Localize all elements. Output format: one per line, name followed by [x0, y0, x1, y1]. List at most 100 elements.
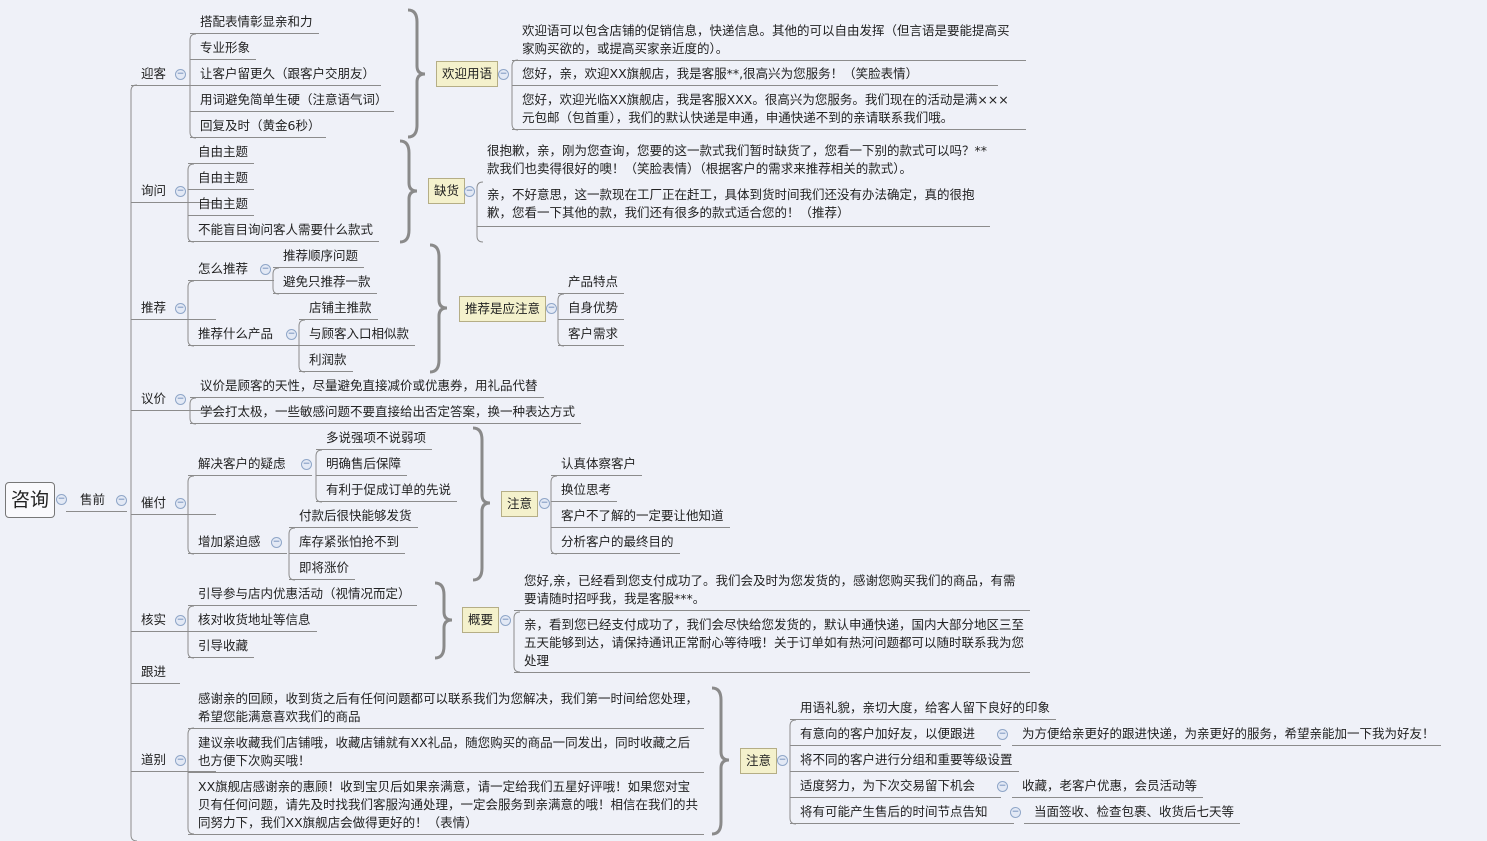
yijia-item[interactable]: 议价是顾客的天性，尽量避免直接减价或优惠券，用礼品代替	[190, 375, 544, 398]
welcome-text[interactable]: 您好，欢迎光临XX旗舰店，我是客服XXX。很高兴为您服务。我们现在的活动是满××…	[512, 89, 1026, 130]
cuifu-urgency-item[interactable]: 即将涨价	[289, 557, 356, 580]
collapse-icon[interactable]: −	[777, 755, 788, 766]
collapse-icon[interactable]: −	[286, 329, 297, 340]
daobie-note[interactable]: 将不同的客户进行分组和重要等级设置	[790, 749, 1019, 772]
collapse-icon[interactable]: −	[175, 69, 186, 80]
cuifu-doubt-item[interactable]: 有利于促成订单的先说	[316, 479, 458, 502]
daobie-note-detail[interactable]: 为方便给亲更好的跟进快递，为亲更好的服务，希望亲能加一下我为好友！	[1012, 723, 1441, 746]
recommend-note[interactable]: 客户需求	[558, 323, 625, 346]
cuifu-note[interactable]: 客户不了解的一定要让他知道	[551, 505, 730, 528]
topic-yingke[interactable]: 迎客	[131, 63, 217, 86]
outofstock-text[interactable]: 很抱歉，亲，刚为您查询，您要的这一款式我们暂时缺货了，您看一下别的款式可以吗？*…	[487, 143, 988, 176]
summary-brace	[472, 426, 491, 582]
xunwen-item[interactable]: 自由主题	[188, 167, 255, 190]
collapse-icon[interactable]: −	[175, 303, 186, 314]
collapse-icon[interactable]: −	[301, 459, 312, 470]
collapse-icon[interactable]: −	[271, 537, 282, 548]
xunwen-item[interactable]: 不能盲目询问客人需要什么款式	[188, 219, 380, 242]
tuijian-what[interactable]: 推荐什么产品	[188, 323, 300, 346]
daobie-note[interactable]: 用语礼貌，亲切大度，给客人留下良好的印象	[790, 697, 1057, 720]
collapse-icon[interactable]: −	[260, 264, 271, 275]
xunwen-item[interactable]: 自由主题	[188, 193, 255, 216]
topic-presale[interactable]: 售前	[66, 489, 128, 512]
yijia-item[interactable]: 学会打太极，一些敏感问题不要直接给出否定答案，换一种表达方式	[190, 401, 582, 424]
tuijian-how[interactable]: 怎么推荐	[188, 258, 275, 281]
topic-yijia[interactable]: 议价	[131, 388, 217, 411]
heshi-item[interactable]: 核对收货地址等信息	[188, 609, 317, 632]
topic-genjin[interactable]: 跟进	[131, 661, 181, 684]
cuifu-note[interactable]: 认真体察客户	[551, 453, 643, 476]
summary-brace	[434, 581, 453, 660]
yingke-item[interactable]: 用词避免简单生硬（注意语气词）	[190, 89, 394, 112]
collapse-icon[interactable]: −	[175, 394, 186, 405]
heshi-item[interactable]: 引导参与店内优惠活动（视情况而定）	[188, 583, 417, 606]
yingke-item[interactable]: 回复及时（黄金6秒）	[190, 115, 327, 138]
collapse-icon[interactable]: −	[175, 615, 186, 626]
welcome-text[interactable]: 欢迎语可以包含店铺的促销信息，快递信息。其他的可以自由发挥（但言语是要能提高买家…	[512, 20, 1026, 61]
welcome-text[interactable]: 您好，亲，欢迎XX旗舰店，我是客服**,很高兴为您服务！（笑脸表情）	[512, 63, 999, 86]
daobie-item[interactable]: 建议亲收藏我们店铺哦，收藏店铺就有XX礼品，随您购买的商品一同发出，同时收藏之后…	[188, 732, 704, 773]
summary-outofstock[interactable]: 缺货	[428, 178, 466, 204]
recommend-note[interactable]: 产品特点	[558, 271, 625, 294]
tuijian-how-item[interactable]: 推荐顺序问题	[273, 245, 365, 268]
summary-welcome[interactable]: 欢迎用语	[436, 61, 499, 87]
cuifu-doubt-item[interactable]: 明确售后保障	[316, 453, 408, 476]
overview-text[interactable]: 亲，看到您已经支付成功了，我们会尽快给您发货的，默认申通快递，国内大部分地区三至…	[514, 614, 1030, 673]
summary-cuifu-note[interactable]: 注意	[501, 491, 539, 517]
collapse-icon[interactable]: −	[539, 498, 550, 509]
overview-text[interactable]: 您好,亲，已经看到您支付成功了。我们会及时为您发货的，感谢您购买我们的商品，有需…	[514, 570, 1030, 611]
collapse-icon[interactable]: −	[500, 615, 511, 626]
collapse-icon[interactable]: −	[175, 755, 186, 766]
summary-brace	[399, 139, 418, 244]
daobie-note[interactable]: 将有可能产生售后的时间节点告知	[790, 801, 1014, 824]
collapse-icon[interactable]: −	[116, 495, 127, 506]
cuifu-note[interactable]: 换位思考	[551, 479, 618, 502]
cuifu-urgency-item[interactable]: 付款后很快能够发货	[289, 505, 418, 528]
collapse-icon[interactable]: −	[546, 303, 557, 314]
tuijian-how-item[interactable]: 避免只推荐一款	[273, 271, 377, 294]
topic-cuifu[interactable]: 催付	[131, 492, 217, 515]
summary-brace	[407, 8, 426, 139]
root-topic[interactable]: 咨询	[5, 482, 55, 518]
yingke-item[interactable]: 搭配表情彰显亲和力	[190, 11, 319, 34]
summary-recommend[interactable]: 推荐是应注意	[459, 296, 547, 322]
daobie-note[interactable]: 有意向的客户加好友，以便跟进	[790, 723, 1002, 746]
summary-overview[interactable]: 概要	[462, 607, 500, 633]
collapse-icon[interactable]: −	[175, 498, 186, 509]
collapse-icon[interactable]: −	[997, 781, 1008, 792]
cuifu-note[interactable]: 分析客户的最终目的	[551, 531, 680, 554]
yingke-item[interactable]: 让客户留更久（跟客户交朋友）	[190, 63, 382, 86]
collapse-icon[interactable]: −	[56, 494, 67, 505]
cuifu-doubt[interactable]: 解决客户的疑虑	[188, 453, 312, 476]
connector-line	[476, 181, 484, 243]
collapse-icon[interactable]: −	[997, 729, 1008, 740]
collapse-icon[interactable]: −	[464, 186, 475, 197]
topic-daobie[interactable]: 道别	[131, 749, 217, 772]
connector-line	[513, 611, 521, 673]
collapse-icon[interactable]: −	[1010, 807, 1021, 818]
collapse-icon[interactable]: −	[498, 69, 509, 80]
topic-tuijian[interactable]: 推荐	[131, 297, 217, 320]
daobie-item[interactable]: 感谢亲的回顾，收到货之后有任何问题都可以联系我们为您解决，我们第一时间给您处理，…	[188, 688, 704, 729]
tuijian-what-item[interactable]: 与顾客入口相似款	[299, 323, 416, 346]
cuifu-urgency[interactable]: 增加紧迫感	[188, 531, 287, 554]
daobie-note-detail[interactable]: 当面签收、检查包裹、收货后七天等	[1024, 801, 1241, 824]
summary-brace	[429, 243, 448, 374]
recommend-note[interactable]: 自身优势	[558, 297, 625, 320]
cuifu-doubt-item[interactable]: 多说强项不说弱项	[316, 427, 433, 450]
cuifu-urgency-item[interactable]: 库存紧张怕抢不到	[289, 531, 406, 554]
outofstock-text[interactable]: 亲，不好意思，这一款现在工厂正在赶工，具体到货时间我们还没有办法确定，真的很抱歉…	[477, 184, 990, 227]
heshi-item[interactable]: 引导收藏	[188, 635, 255, 658]
daobie-note[interactable]: 适度努力，为下次交易留下机会	[790, 775, 1002, 798]
topic-heshi[interactable]: 核实	[131, 609, 217, 632]
collapse-icon[interactable]: −	[175, 186, 186, 197]
daobie-item[interactable]: XX旗舰店感谢亲的惠顾！收到宝贝后如果亲满意，请一定给我们五星好评哦！如果您对宝…	[188, 776, 704, 835]
yingke-item[interactable]: 专业形象	[190, 37, 257, 60]
summary-brace	[711, 686, 730, 836]
daobie-note-detail[interactable]: 收藏，老客户优惠，会员活动等	[1012, 775, 1204, 798]
summary-daobie-note[interactable]: 注意	[740, 748, 778, 774]
tuijian-what-item[interactable]: 店铺主推款	[299, 297, 378, 320]
xunwen-item[interactable]: 自由主题	[188, 141, 255, 164]
topic-xunwen[interactable]: 询问	[131, 180, 217, 203]
tuijian-what-item[interactable]: 利润款	[299, 349, 353, 372]
